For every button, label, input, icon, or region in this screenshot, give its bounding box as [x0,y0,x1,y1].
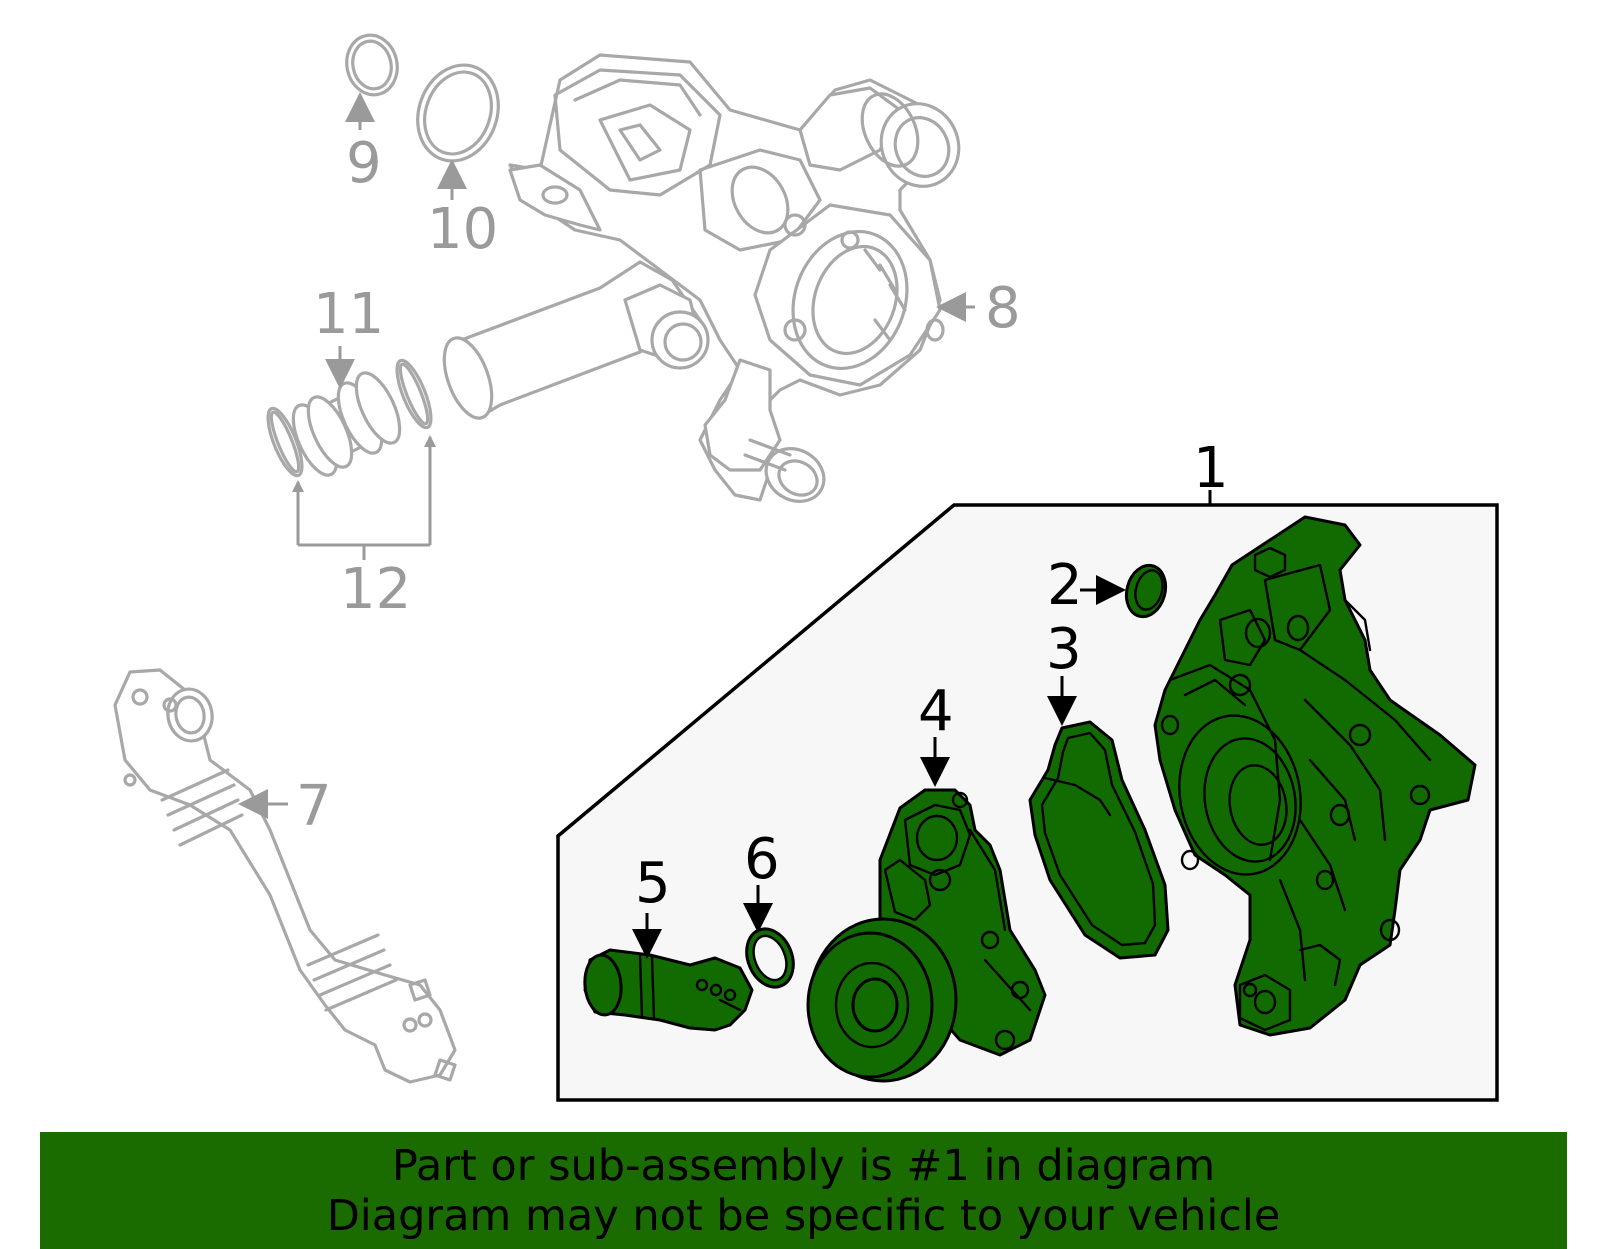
callout-11: 11 [313,282,384,347]
callout-1: 1 [1193,436,1229,501]
info-banner: Part or sub-assembly is #1 in diagram Di… [40,1132,1567,1249]
callout-8: 8 [985,276,1021,341]
seal-ring-9-drawing [345,33,399,97]
coolant-housing-8-drawing [442,53,961,503]
coolant-hose-7-drawing [113,668,457,1084]
callout-10: 10 [427,197,498,262]
banner-line-2: Diagram may not be specific to your vehi… [326,1190,1281,1241]
water-pump-4-drawing [806,788,1047,1083]
callout-12: 12 [340,557,411,622]
seal-ring-10-drawing [416,63,500,163]
banner-line-1: Part or sub-assembly is #1 in diagram [391,1140,1216,1191]
o-rings-12-drawing [266,358,433,478]
plug-cap-2-drawing [1124,563,1168,619]
callout-2: 2 [1047,553,1083,618]
callout-5: 5 [635,851,671,916]
o-ring-6-drawing [745,927,795,989]
callout-4: 4 [918,679,954,744]
callout-7: 7 [296,774,332,839]
outlet-elbow-5-drawing [583,948,754,1032]
callout-3: 3 [1046,617,1082,682]
connector-pipe-11-drawing [291,371,402,477]
gasket-3-drawing [1028,720,1170,960]
callout-12-bracket [292,435,436,560]
engine-cover-housing-1-drawing [1153,515,1477,1037]
callout-9: 9 [346,131,382,196]
callout-6: 6 [744,827,780,892]
